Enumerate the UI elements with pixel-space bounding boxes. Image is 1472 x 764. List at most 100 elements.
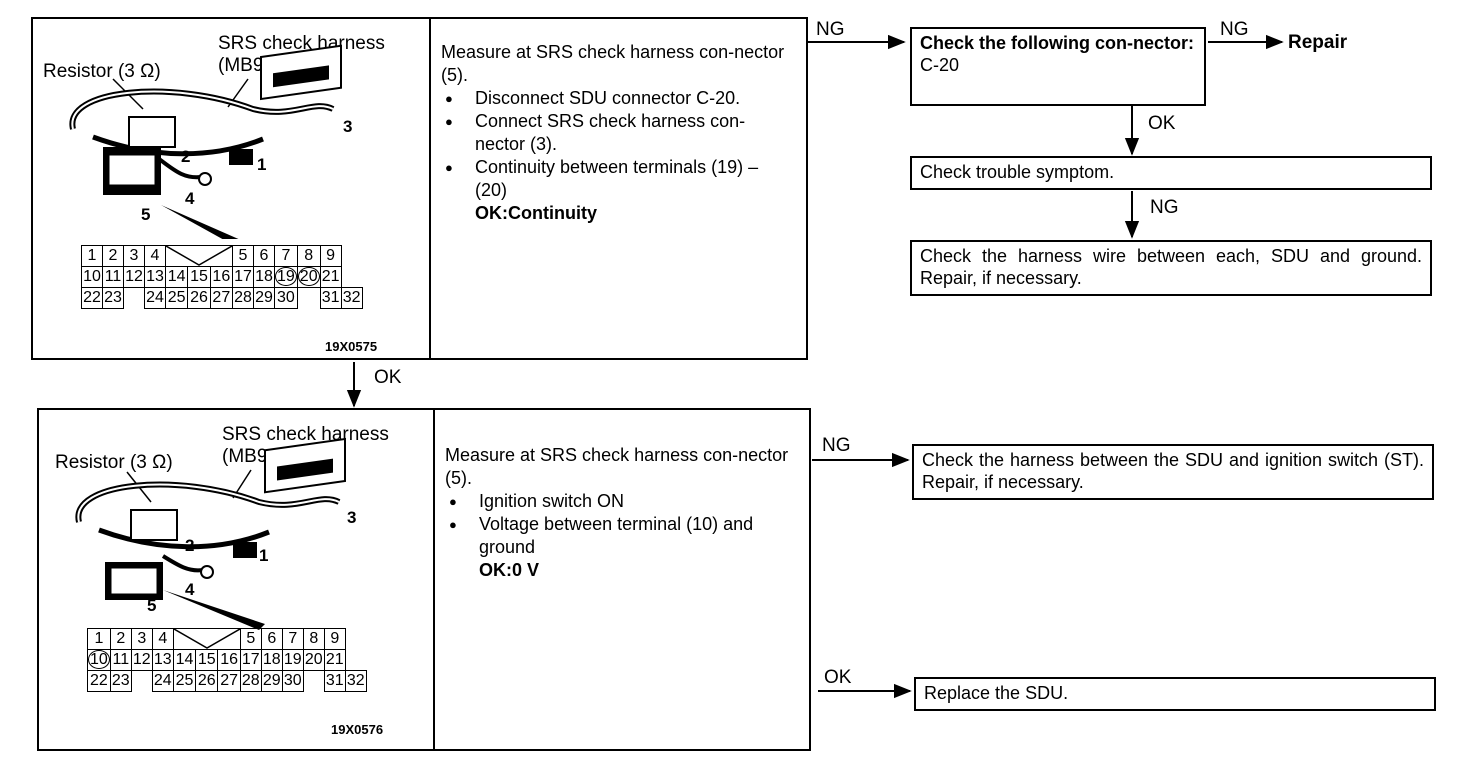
terminal-row: 10 11 12 13 14 15 16 17 18 19 20 21 — [87, 649, 367, 671]
step1-instructions: Measure at SRS check harness con-nector … — [441, 41, 793, 225]
terminal-cell: 2 — [109, 628, 132, 650]
step1-figure-code: 19X0575 — [325, 339, 378, 354]
terminal-cell: 3 — [123, 245, 145, 267]
label-step1-ok: OK — [374, 367, 402, 388]
terminal-cell: 29 — [260, 670, 283, 692]
terminal-cell: 8 — [296, 245, 321, 267]
terminal-cell: 9 — [323, 628, 346, 650]
terminal-cell: 17 — [232, 266, 254, 288]
terminal-cell: 30 — [281, 670, 304, 692]
step1-bullet: Disconnect SDU connector C-20. — [441, 87, 793, 110]
terminal-row: 22 23 24 25 26 27 28 29 30 31 32 — [81, 287, 363, 309]
terminal-cell: 23 — [109, 670, 132, 692]
terminal-gap — [131, 670, 153, 692]
step1-harness-illustration — [69, 44, 342, 239]
step1-bullet-list: Disconnect SDU connector C-20. Connect S… — [441, 87, 793, 202]
box-check-connector: Check the following con-nector: C-20 — [910, 27, 1206, 106]
terminal-cell: 18 — [260, 649, 283, 671]
terminal-cell: 27 — [209, 287, 234, 309]
terminal-cell: 7 — [281, 628, 304, 650]
check-ignition-text: Check the harness between the SDU and ig… — [922, 450, 1424, 492]
terminal-cell: 5 — [232, 245, 254, 267]
step1-callout-1: 1 — [257, 155, 267, 174]
terminal-cell: 2 — [102, 245, 124, 267]
terminal-cell: 16 — [209, 266, 234, 288]
terminal-cell: 9 — [319, 245, 342, 267]
connector-id: C-20 — [920, 55, 960, 75]
terminal-cell: 21 — [323, 649, 346, 671]
terminal-cell: 19 — [281, 649, 304, 671]
terminal-cell-circled: 19 — [274, 266, 298, 288]
terminal-cell: 6 — [260, 628, 283, 650]
step2-callout-2: 2 — [185, 536, 195, 555]
step2-divider — [433, 410, 435, 749]
step2-figure-code: 19X0576 — [331, 722, 384, 737]
terminal-cell: 18 — [253, 266, 275, 288]
terminal-cell: 17 — [239, 649, 262, 671]
box-check-ignition: Check the harness between the SDU and ig… — [912, 444, 1434, 500]
terminal-cell: 26 — [187, 287, 211, 309]
step1-ok-criteria: OK:Continuity — [475, 203, 597, 223]
step1-bullet: Continuity between terminals (19) – (20) — [441, 156, 793, 202]
step2-intro: Measure at SRS check harness con-nector … — [445, 445, 789, 488]
terminal-cell: 4 — [144, 245, 166, 267]
terminal-cell: 26 — [195, 670, 219, 692]
terminal-cell: 6 — [253, 245, 275, 267]
terminal-cell: 10 — [81, 266, 103, 288]
terminal-cell: 21 — [319, 266, 342, 288]
terminal-cell: 15 — [187, 266, 211, 288]
terminal-cell: 20 — [302, 649, 325, 671]
step2-resistor-label: Resistor (3 Ω) — [55, 452, 173, 473]
step1-callout-3: 3 — [343, 117, 353, 136]
terminal-cell: 3 — [130, 628, 153, 650]
terminal-cell-circled: 10 — [87, 649, 111, 671]
terminal-cell: 25 — [164, 287, 189, 309]
terminal-cell: 32 — [344, 670, 367, 692]
terminal-cell: 25 — [172, 670, 197, 692]
terminal-cell: 30 — [274, 287, 298, 309]
terminal-key-notch — [165, 245, 233, 267]
step1-intro: Measure at SRS check harness con-nector … — [441, 42, 785, 85]
terminal-cell: 14 — [172, 649, 197, 671]
terminal-cell: 7 — [274, 245, 298, 267]
terminal-cell: 1 — [87, 628, 111, 650]
step1-harness-label: SRS check harness — [218, 33, 385, 54]
terminal-cell: 8 — [302, 628, 325, 650]
terminal-cell: 28 — [232, 287, 254, 309]
terminal-row: 10 11 12 13 14 15 16 17 18 19 20 21 — [81, 266, 363, 288]
check-wire-text: Check the harness wire between each, SDU… — [920, 246, 1422, 288]
terminal-cell: 4 — [151, 628, 174, 650]
box-check-wire: Check the harness wire between each, SDU… — [910, 240, 1432, 296]
terminal-cell: 14 — [164, 266, 189, 288]
step2-terminal-grid: 1 2 3 4 5 6 7 8 9 10 11 12 13 14 15 16 1… — [87, 628, 367, 692]
terminal-cell: 29 — [253, 287, 275, 309]
step1-callout-2: 2 — [181, 147, 191, 166]
step2-harness-label: SRS check harness — [222, 424, 389, 445]
terminal-cell: 16 — [217, 649, 241, 671]
terminal-cell: 28 — [239, 670, 262, 692]
step2-ok-criteria: OK:0 V — [479, 560, 540, 580]
label-step2-ng: NG — [822, 435, 851, 456]
terminal-cell: 24 — [144, 287, 166, 309]
step2-bullet: Voltage between terminal (10) and ground — [445, 513, 797, 559]
label-symptom-ng: NG — [1150, 197, 1179, 218]
terminal-gap — [123, 287, 145, 309]
check-symptom-text: Check trouble symptom. — [920, 162, 1115, 182]
label-repair: Repair — [1288, 32, 1348, 53]
terminal-key-notch — [173, 628, 241, 650]
terminal-row: 1 2 3 4 5 6 7 8 9 — [87, 628, 367, 650]
step2-callout-3: 3 — [347, 508, 357, 527]
terminal-cell: 13 — [151, 649, 174, 671]
terminal-cell: 22 — [87, 670, 111, 692]
terminal-cell: 23 — [102, 287, 124, 309]
terminal-cell: 24 — [151, 670, 174, 692]
terminal-cell: 31 — [319, 287, 342, 309]
step2-harness-illustration — [75, 437, 346, 630]
step2-callout-4: 4 — [185, 580, 195, 599]
terminal-cell: 11 — [109, 649, 132, 671]
label-connector-ok: OK — [1148, 113, 1176, 134]
step2-callout-5: 5 — [147, 596, 157, 615]
step1-callout-5: 5 — [141, 205, 151, 224]
terminal-cell-circled: 20 — [296, 266, 321, 288]
